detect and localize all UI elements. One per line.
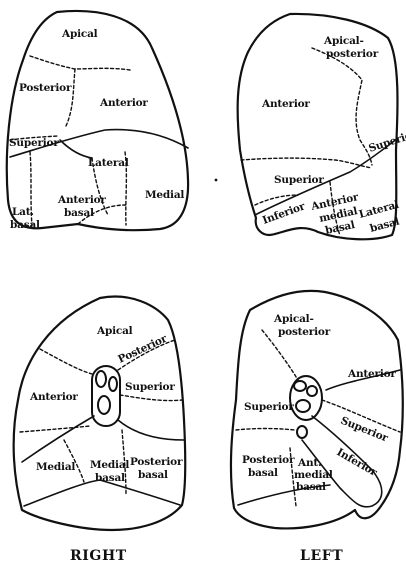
label-right-lateral-apical: Apical bbox=[61, 28, 98, 40]
right-lung-lateral-panel: Apical Posterior Anterior Superior Later… bbox=[7, 11, 188, 231]
label-left-medial-ant-medial-basal-2: medial bbox=[294, 469, 333, 481]
label-right-lateral-lat-basal-2: basal bbox=[10, 219, 40, 231]
label-left-medial-superior-back: Superior bbox=[339, 415, 390, 445]
right-lung-medial-panel: Apical Posterior Anterior Superior Media… bbox=[14, 297, 186, 530]
label-left-lateral-lateral-basal-2: basal bbox=[369, 216, 401, 235]
label-right-medial-posterior-basal-1: Posterior bbox=[130, 456, 183, 468]
label-right-lateral-lat-basal-1: Lat. bbox=[12, 206, 34, 218]
label-left-medial-apical-posterior-2: posterior bbox=[278, 326, 331, 338]
label-left-medial-ant-medial-basal-1: Ant. bbox=[297, 457, 322, 469]
label-right-medial-apical: Apical bbox=[96, 325, 133, 337]
label-left-lateral-inferior: Inferior bbox=[261, 200, 307, 227]
label-right-medial-posterior: Posterior bbox=[116, 332, 169, 365]
label-right-lateral-medial: Medial bbox=[145, 189, 184, 201]
label-left-medial-posterior-basal-2: basal bbox=[248, 467, 278, 479]
label-right-medial-superior: Superior bbox=[125, 381, 175, 393]
label-right-lateral-anterior-basal-1: Anterior bbox=[57, 194, 106, 206]
speck bbox=[215, 179, 218, 182]
label-right-lateral-superior: Superior bbox=[9, 137, 59, 149]
label-right-medial-posterior-basal-2: basal bbox=[138, 469, 168, 481]
label-right-lateral-anterior-basal-2: basal bbox=[64, 207, 94, 219]
label-right-lateral-anterior: Anterior bbox=[99, 97, 148, 109]
label-left-lateral-apical-posterior-2: posterior bbox=[326, 48, 379, 60]
label-left-medial-anterior: Anterior bbox=[347, 368, 396, 380]
label-left-medial-posterior-basal-1: Posterior bbox=[242, 454, 295, 466]
right-lateral-horizontal-fissure bbox=[60, 140, 92, 158]
label-left-lateral-anterior: Anterior bbox=[261, 98, 310, 110]
label-right-lateral-lateral: Lateral bbox=[88, 157, 129, 169]
label-left-medial-ant-medial-basal-3: basal bbox=[296, 481, 326, 493]
label-right-medial-medial-basal-1: Medial bbox=[90, 459, 129, 471]
label-left-lateral-superior-back: Superior bbox=[367, 128, 406, 155]
label-left-lateral-superior-front: Superior bbox=[274, 174, 324, 186]
label-left-medial-apical-posterior-1: Apical- bbox=[273, 313, 314, 325]
left-lung-medial-panel: Apical- posterior Anterior Superior Supe… bbox=[231, 291, 403, 529]
left-lung-lateral-panel: Apical- posterior Anterior Superior Supe… bbox=[238, 14, 406, 239]
label-left-lateral-apical-posterior-1: Apical- bbox=[323, 35, 364, 47]
label-right-lateral-posterior: Posterior bbox=[19, 82, 72, 94]
caption-right: RIGHT bbox=[70, 548, 127, 564]
label-right-medial-medial-basal-2: basal bbox=[95, 472, 125, 484]
caption-left: LEFT bbox=[300, 548, 343, 564]
label-right-medial-anterior: Anterior bbox=[29, 391, 78, 403]
label-right-medial-medial: Medial bbox=[36, 461, 75, 473]
label-left-medial-superior-front: Superior bbox=[244, 401, 294, 413]
label-left-medial-inferior: Inferior bbox=[335, 446, 380, 479]
